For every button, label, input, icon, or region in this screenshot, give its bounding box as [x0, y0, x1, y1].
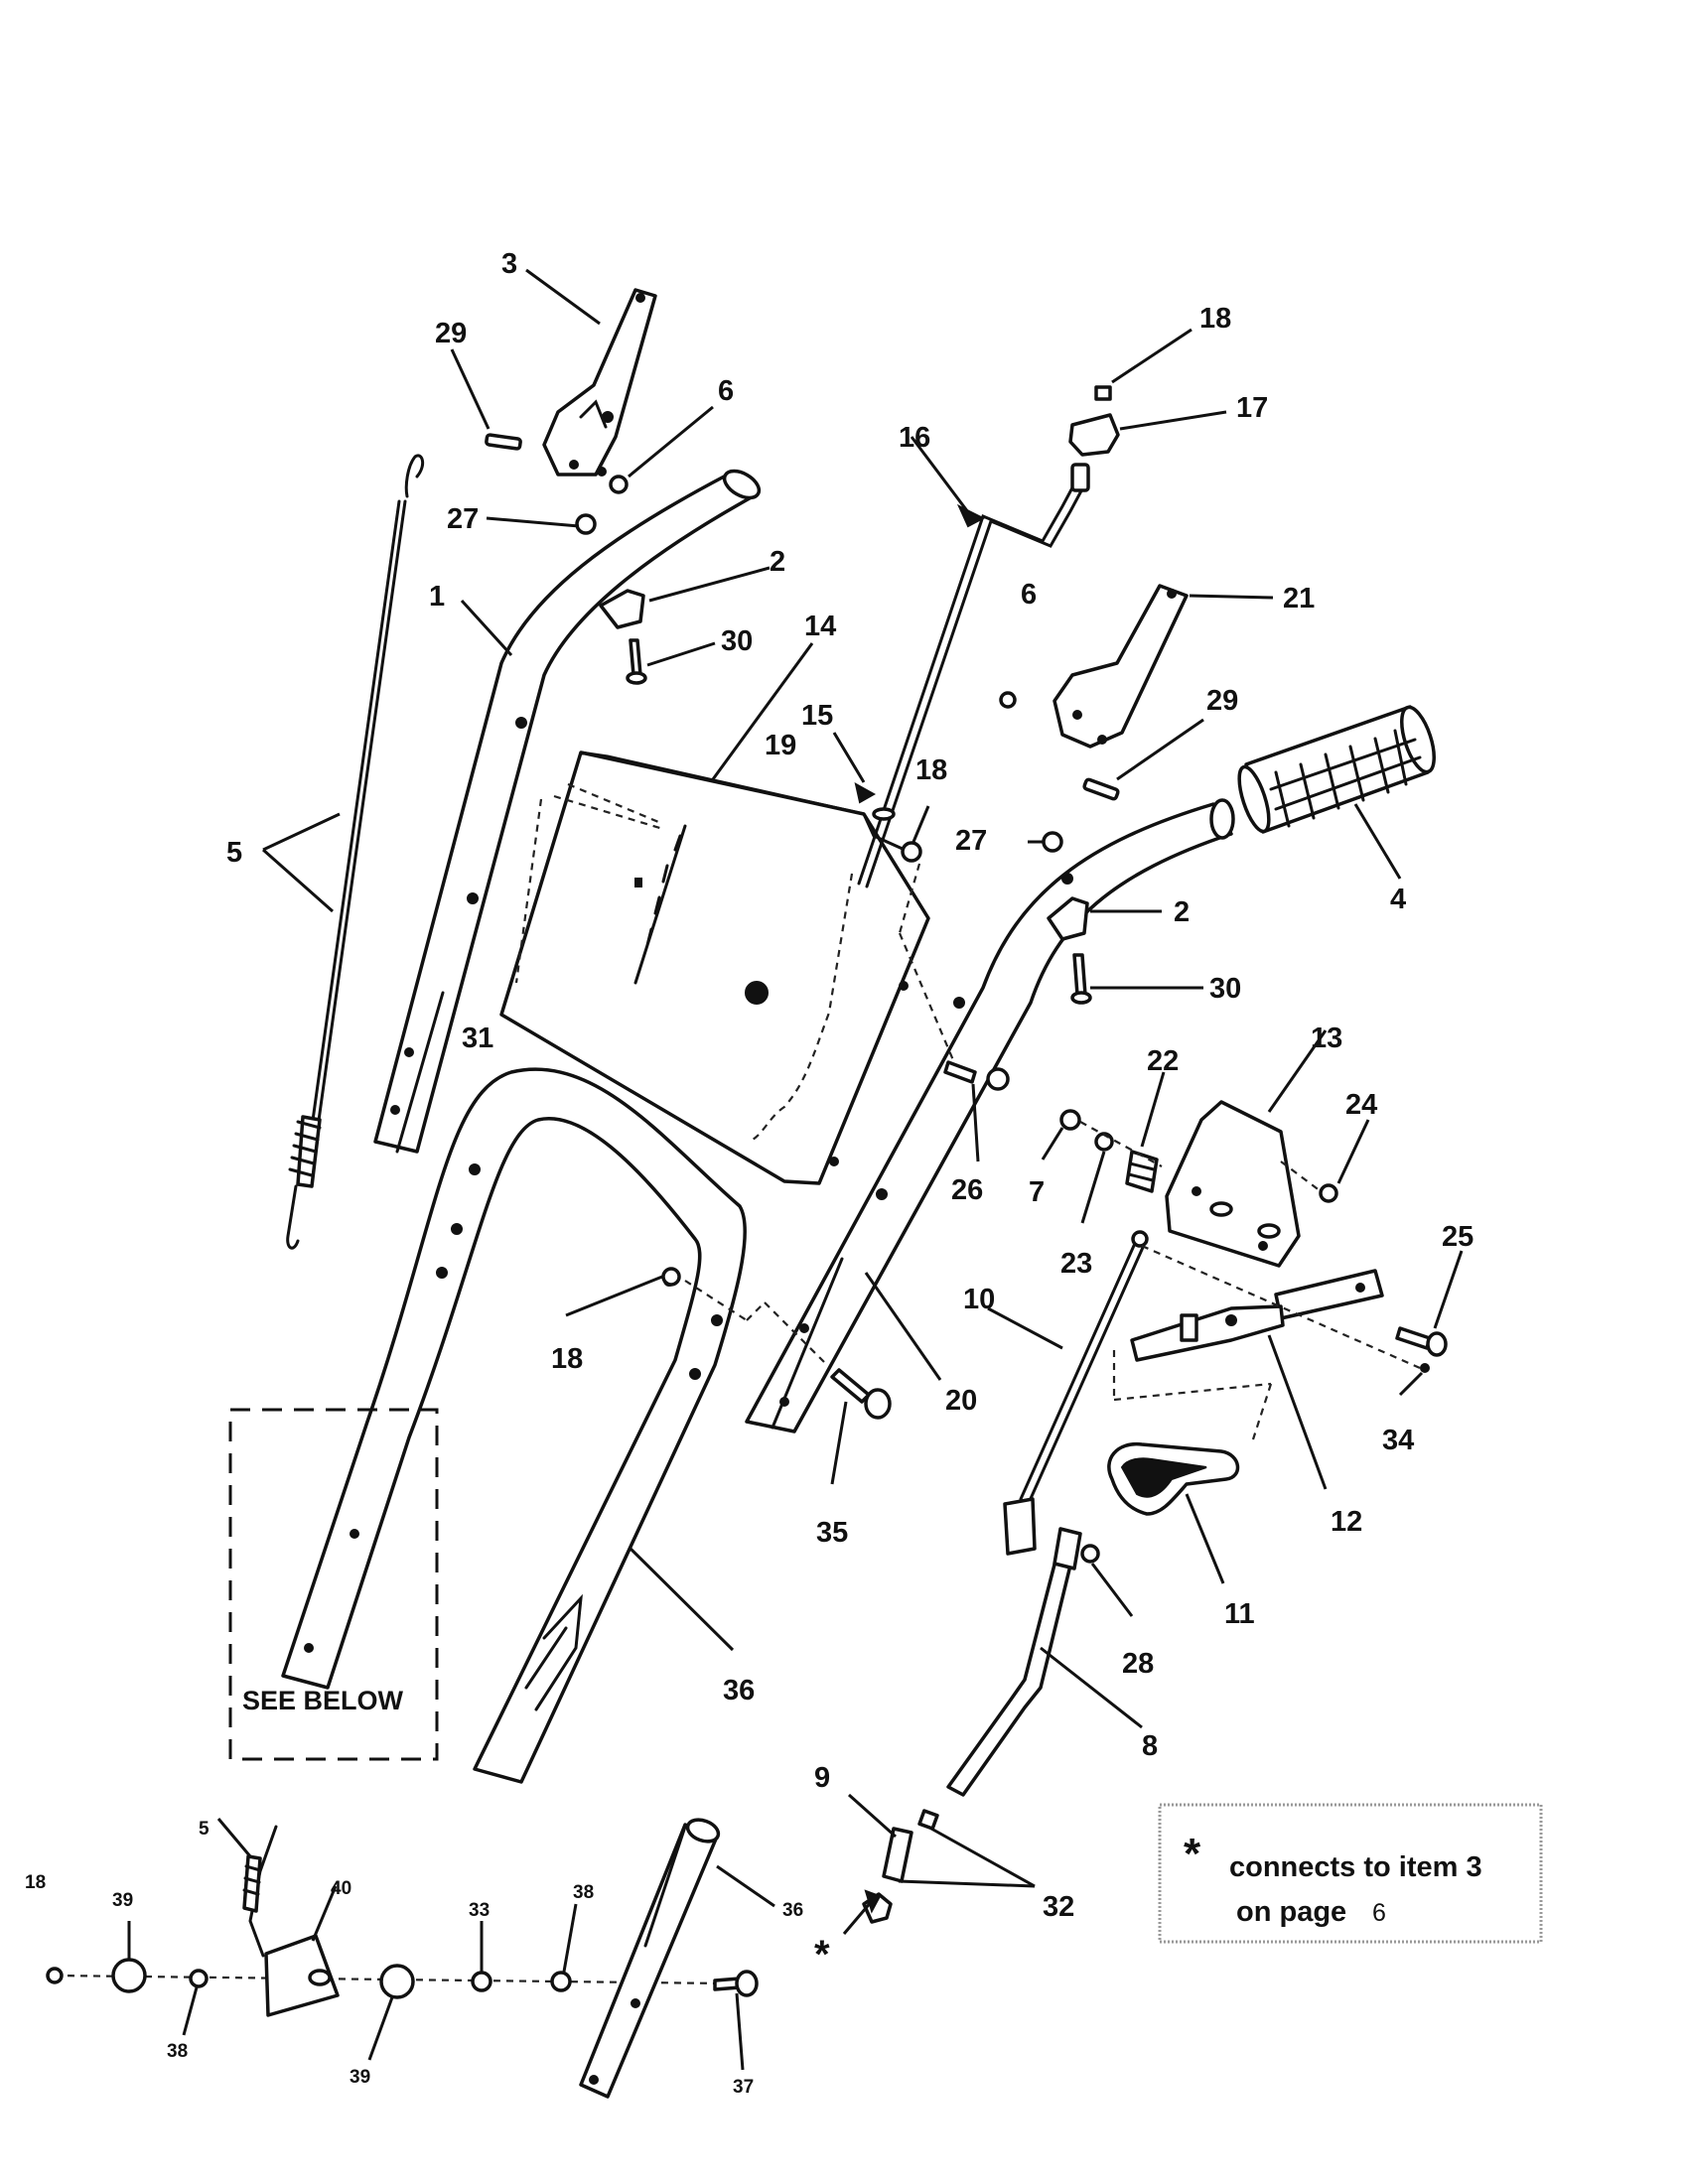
detail-callout-39-left: 39: [112, 1890, 133, 1911]
callout-11: 11: [1224, 1598, 1255, 1630]
callout-16: 16: [899, 422, 930, 454]
callout-8: 8: [1142, 1730, 1158, 1762]
detail-callout-5: 5: [199, 1819, 210, 1840]
right-control-lever-bracket: [1052, 584, 1189, 749]
callout-30-right: 30: [1209, 973, 1241, 1005]
callout-17: 17: [1236, 392, 1268, 424]
callout-3: 3: [501, 248, 517, 280]
shift-rod: [857, 385, 1120, 888]
detail-callout-36: 36: [782, 1900, 803, 1921]
callout-1: 1: [429, 581, 445, 613]
asterisk-marker: *: [814, 1933, 830, 1977]
callout-15: 15: [801, 700, 833, 732]
callout-4: 4: [1390, 884, 1406, 915]
shift-lever: [1130, 1269, 1384, 1362]
callout-7: 7: [1029, 1176, 1045, 1208]
note-page-number: 6: [1372, 1899, 1386, 1927]
callout-14: 14: [804, 611, 836, 642]
callout-32: 32: [1043, 1891, 1074, 1923]
callout-20: 20: [945, 1385, 977, 1417]
callout-6-right: 6: [1021, 579, 1037, 611]
callout-10: 10: [963, 1284, 995, 1315]
callout-22: 22: [1147, 1045, 1179, 1077]
detail-view: [46, 1818, 775, 2099]
detail-callout-37: 37: [733, 2077, 754, 2098]
callout-36: 36: [723, 1675, 755, 1706]
detail-callout-18: 18: [25, 1872, 46, 1893]
callout-31: 31: [462, 1023, 493, 1054]
control-cable: [286, 454, 425, 1250]
callout-30-left: 30: [721, 625, 753, 657]
callout-25: 25: [1442, 1221, 1474, 1253]
arrow-heads: [854, 503, 986, 804]
leader-lines: [262, 268, 1464, 1935]
callout-29-right: 29: [1206, 685, 1238, 717]
left-control-lever-bracket: [542, 288, 657, 477]
see-below-label: SEE BELOW: [242, 1686, 404, 1715]
callout-labels: 3 29 6 27 2 30 1 14 16 15 19 18 17 21 6 …: [226, 248, 1474, 1923]
callout-13: 13: [1311, 1023, 1342, 1054]
callout-27-left: 27: [447, 503, 479, 535]
callout-5: 5: [226, 837, 242, 869]
hardware-fasteners: [485, 433, 1448, 1564]
note-line2-prefix: on page: [1236, 1896, 1346, 1928]
callout-12: 12: [1331, 1506, 1362, 1538]
callout-2-right: 2: [1174, 896, 1190, 928]
callout-26: 26: [951, 1174, 983, 1206]
callout-27-right: 27: [955, 825, 987, 857]
callout-23: 23: [1060, 1248, 1092, 1280]
note-box: * connects to item 3 on page 6: [1158, 1803, 1543, 1944]
callout-19: 19: [765, 730, 796, 761]
note-asterisk: *: [1184, 1830, 1201, 1878]
callout-28: 28: [1122, 1648, 1154, 1680]
see-below-box: [228, 1408, 439, 1761]
callout-6-left: 6: [718, 375, 734, 407]
note-line1: connects to item 3: [1229, 1851, 1482, 1883]
detail-callout-33: 33: [469, 1900, 490, 1921]
detail-callout-38-right: 38: [573, 1882, 594, 1903]
lower-handle: [281, 1067, 747, 1784]
callout-18-lower: 18: [551, 1343, 583, 1375]
callout-9: 9: [814, 1762, 830, 1794]
detail-callout-labels: 18 39 5 40 33 38 36 38 39 37: [25, 1819, 803, 2098]
control-panel: [499, 751, 930, 1185]
callout-35: 35: [816, 1517, 848, 1549]
detail-callout-38-left: 38: [167, 2041, 188, 2062]
assembly-dashed-lines: [567, 782, 1421, 1440]
callout-24: 24: [1345, 1089, 1377, 1121]
detail-callout-40: 40: [331, 1878, 351, 1899]
callout-18-top: 18: [1199, 303, 1231, 335]
handle-grip: [1237, 705, 1436, 834]
shift-rod-lower: [1003, 1230, 1149, 1556]
shift-rod-upper: [946, 1527, 1082, 1797]
callout-21: 21: [1283, 583, 1315, 614]
callout-18-center: 18: [915, 754, 947, 786]
callout-34: 34: [1382, 1425, 1414, 1456]
callout-2-left: 2: [770, 546, 785, 578]
shift-knob: [1107, 1442, 1240, 1516]
shift-bracket: [1165, 1100, 1301, 1268]
detail-callout-39-right: 39: [350, 2067, 370, 2088]
left-upper-handle: [373, 469, 762, 1154]
callout-29-left: 29: [435, 318, 467, 349]
